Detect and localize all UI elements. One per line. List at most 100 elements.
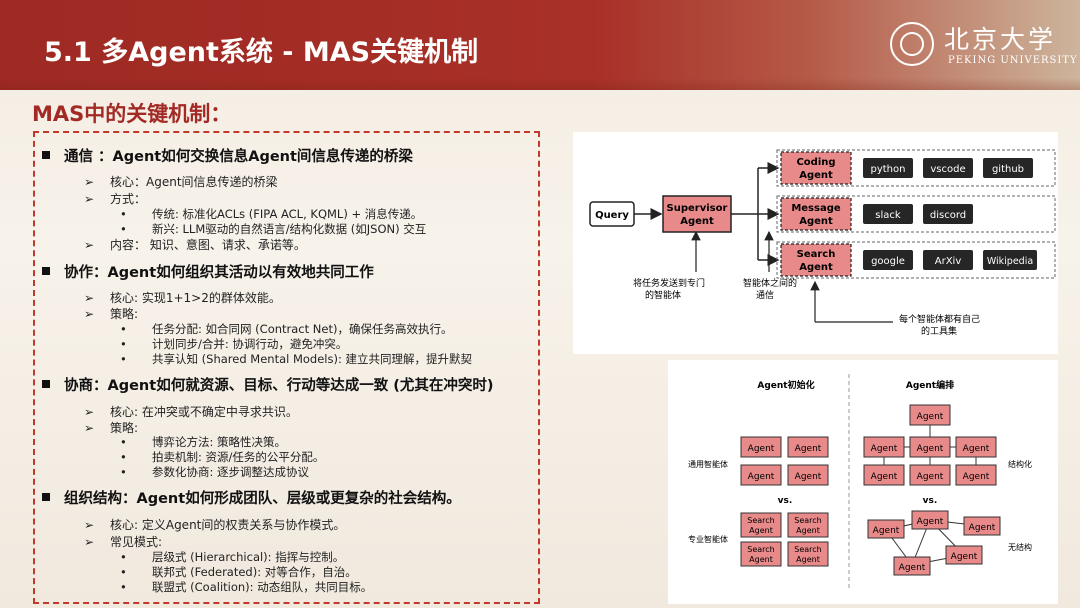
university-seal-icon [890,22,934,66]
sub-list-item: •联邦式 (Federated): 对等合作，自治。 [120,565,357,579]
coding-agent-node [780,151,852,185]
agent-label: Agent [796,526,820,535]
agent-node [909,404,951,426]
search-agent-node [787,512,829,538]
tool-wikipedia [983,250,1037,270]
agent-label: Agent [871,444,898,454]
agent-node [787,436,829,458]
agent-node [863,436,905,458]
section-communication-title: 通信 ：Agent如何交换信息Agent间信息传递的桥梁 [42,145,413,166]
agent-node [867,519,905,539]
sub-list-item: •博弈论方法: 策略性决策。 [120,435,287,449]
tool-github [983,158,1033,178]
agent-label: Message [791,203,841,214]
agent-label: Agent [899,563,926,573]
agent-label: Agent [799,170,833,181]
list-item: ➢策略: [84,307,139,321]
sub-list-item: •计划同步/合并: 协调行动，避免冲突。 [120,337,348,351]
agent-label: Agent [795,472,822,482]
agent-node [740,436,782,458]
agent-node [963,516,1001,536]
tool-label: slack [875,210,901,221]
annotation-text: 智能体之间的 [743,277,797,289]
agent-label: Search [747,545,774,554]
agent-node [955,436,997,458]
section-organization-title: 组织结构：Agent如何形成团队、层级或更复杂的社会结构。 [42,487,461,508]
list-item: ➢核心: 实现1+1>2的群体效能。 [84,291,281,305]
agent-node [909,436,951,458]
list-item: ➢核心: 在冲突或不确定中寻求共识。 [84,405,298,419]
supervisor-diagram: Query Supervisor Agent Coding Agent Mess… [573,132,1058,354]
sub-list-item: •共享认知 (Shared Mental Models): 建立共同理解，提升默… [120,352,473,366]
tool-label: discord [930,210,966,221]
supervisor-node [662,195,732,233]
agent-label: Agent [951,552,978,562]
agent-node [893,556,931,576]
sub-list-item: •新兴: LLM驱动的自然语言/结构化数据 (如JSON) 交互 [120,222,427,236]
query-node [589,201,635,227]
list-item: ➢内容： 知识、意图、请求、承诺等。 [84,238,306,252]
agent-node [945,545,983,565]
university-logo-text: 北京大学 [944,25,1057,54]
tool-label: Wikipedia [987,256,1033,267]
square-bullet-icon [42,493,50,501]
agent-node [909,464,951,486]
content-frame [33,131,540,604]
query-label: Query [595,210,629,221]
section-subtitle: MAS中的关键机制： [32,102,232,126]
search-agent-node [740,541,782,567]
agent-label: Agent [917,472,944,482]
tool-discord [923,204,973,224]
agent-label: Agent [917,444,944,454]
structured-label: 结构化 [1008,459,1032,469]
agent-label: Agent [917,517,944,527]
search-agent-node [787,541,829,567]
agent-label: Coding [796,157,835,168]
right-title: Agent编排 [906,379,954,391]
list-item: ➢核心：Agent间信息传递的桥梁 [84,175,278,189]
supervisor-label: Supervisor [667,203,728,214]
agent-label: Agent [871,472,898,482]
sub-list-item: •传统: 标准化ACLs (FIPA ACL, KQML) + 消息传递。 [120,207,423,221]
agent-label: Search [794,516,821,525]
agent-label: Search [794,545,821,554]
tool-google [863,250,913,270]
agent-label: Agent [748,472,775,482]
general-agent-label: 通用智能体 [688,459,728,469]
list-item: ➢常见模式: [84,535,163,549]
agent-label: Agent [796,555,820,564]
agent-label: Agent [748,444,775,454]
tool-vscode [923,158,973,178]
tool-label: google [871,256,905,267]
tool-label: ArXiv [935,256,962,267]
list-item: ➢核心: 定义Agent间的权责关系与协作模式。 [84,518,346,532]
tool-label: github [992,164,1024,175]
tool-python [863,158,913,178]
square-bullet-icon [42,267,50,275]
message-agent-node [780,197,852,231]
agent-group-frame [776,195,1056,233]
agent-node [740,464,782,486]
agent-label: Agent [799,262,833,273]
agent-label: Search [747,516,774,525]
sub-list-item: •拍卖机制: 资源/任务的公平分配。 [120,450,325,464]
annotation-text: 的智能体 [645,289,681,301]
agent-node [787,464,829,486]
section-negotiation-title: 协商：Agent如何就资源、目标、行动等达成一致 (尤其在冲突时) [42,374,494,395]
sub-list-item: •参数化协商: 逐步调整达成协议 [120,465,310,479]
agent-label: Agent [917,412,944,422]
agent-label: Agent [749,526,773,535]
sub-list-item: •任务分配: 如合同网 (Contract Net)，确保任务高效执行。 [120,322,453,336]
left-title: Agent初始化 [757,379,814,391]
special-agent-label: 专业智能体 [688,534,728,544]
agent-label: Agent [969,523,996,533]
tool-arxiv [923,250,973,270]
agent-group-frame [776,149,1056,187]
agent-node [911,510,949,530]
agent-structure-diagram: Agent初始化 Agent编排 Agent Agent Agent Agent… [668,360,1058,604]
square-bullet-icon [42,151,50,159]
annotation-text: 每个智能体都有自己 [899,313,980,325]
agent-node [863,464,905,486]
university-logo-subtext: PEKING UNIVERSITY [948,55,1078,66]
tool-slack [863,204,913,224]
